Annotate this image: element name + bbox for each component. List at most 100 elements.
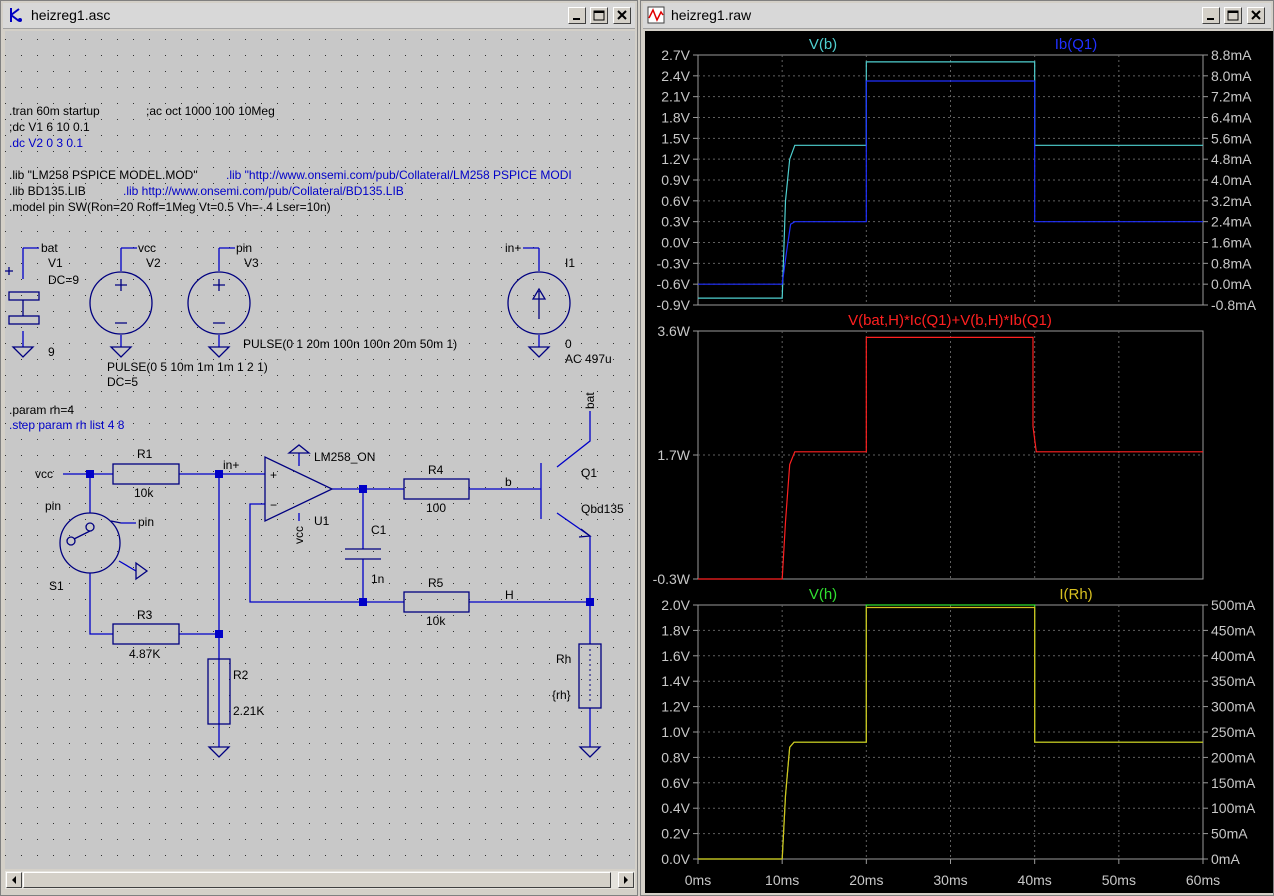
minimize-button[interactable] [1202, 7, 1220, 24]
y-tick-label-left: 1.8V [661, 110, 690, 126]
y-tick-label-right: 500mA [1211, 597, 1256, 613]
y-tick-label-right: 0.0mA [1211, 276, 1252, 292]
x-tick-label: 10ms [765, 872, 799, 888]
close-button[interactable] [1247, 7, 1265, 24]
y-tick-label-left: 2.4V [661, 68, 690, 84]
trace-v-bat-h-ic-q1-v-b-h-ib-q1-[interactable] [698, 336, 1203, 580]
resistor-r2[interactable] [207, 658, 231, 725]
label-v3-pulse: PULSE(0 1 20m 100n 100n 20m 50m 1) [243, 337, 457, 351]
scroll-right-button[interactable] [618, 872, 634, 888]
scroll-left-button[interactable] [6, 872, 22, 888]
y-tick-label-right: 150mA [1211, 775, 1256, 791]
trace-i-rh-[interactable] [698, 606, 1203, 860]
y-tick-label-right: 100mA [1211, 800, 1256, 816]
label-v2-pulse: PULSE(0 5 10m 1m 1m 1 2 1) [107, 360, 268, 374]
trace-ib-q1-[interactable] [698, 80, 1203, 285]
battery-v1[interactable] [5, 267, 40, 325]
y-tick-label-left: 1.2V [661, 151, 690, 167]
directive-param[interactable]: .param rh=4 [9, 403, 74, 417]
junction-dots [86, 470, 594, 638]
y-tick-label-left: 2.0V [661, 597, 690, 613]
directive-dc-v1[interactable]: ;dc V1 6 10 0.1 [9, 120, 90, 134]
y-tick-label-left: 3.6W [657, 323, 690, 339]
resistor-r4[interactable] [403, 478, 470, 500]
y-tick-label-right: 0mA [1211, 851, 1240, 867]
schematic-canvas[interactable]: .tran 60m startup ;ac oct 1000 100 10Meg… [5, 31, 635, 869]
directive-ac[interactable]: ;ac oct 1000 100 10Meg [146, 104, 275, 118]
label-rh-value: {rh} [552, 688, 571, 702]
directive-lib-bd135[interactable]: .lib BD135.LIB [9, 184, 86, 198]
x-tick-label: 30ms [933, 872, 967, 888]
label-vcc-r1: vcc [35, 467, 53, 481]
ground-v2 [109, 346, 133, 358]
y-tick-label-left: 0.6V [661, 193, 690, 209]
directive-tran[interactable]: .tran 60m startup [9, 104, 100, 118]
transistor-q1[interactable] [578, 528, 592, 538]
y-tick-label-right: 350mA [1211, 673, 1256, 689]
schematic-app-icon [10, 8, 22, 22]
ground-r2 [207, 746, 231, 758]
y-tick-label-left: 1.6V [661, 648, 690, 664]
trace-label-left[interactable]: V(b) [809, 36, 837, 53]
y-tick-label-left: -0.3W [653, 571, 691, 587]
y-tick-label-left: 1.0V [661, 724, 690, 740]
ground-rh [578, 746, 602, 758]
directive-step[interactable]: .step param rh list 4 8 [9, 418, 125, 432]
trace-label-left[interactable]: V(h) [809, 586, 837, 603]
maximize-button[interactable] [1224, 7, 1242, 24]
close-button[interactable] [613, 7, 631, 24]
resistor-r3[interactable] [112, 623, 180, 645]
waveform-titlebar[interactable]: heizreg1.raw [643, 3, 1271, 29]
component-labels: bat V1 DC=9 9 vcc V2 pin V3 PULSE(0 1 20… [35, 241, 624, 718]
trace-label-right[interactable]: I(Rh) [1059, 586, 1092, 603]
label-i1-ac: AC 497u [565, 352, 612, 366]
wires [22, 247, 591, 747]
label-bat-v1: bat [41, 241, 58, 255]
minimize-button[interactable] [568, 7, 586, 24]
scroll-thumb[interactable] [23, 872, 611, 888]
y-tick-label-right: 8.0mA [1211, 68, 1252, 84]
switch-s1[interactable] [59, 512, 149, 581]
y-tick-label-left: 0.4V [661, 800, 690, 816]
resistor-r5[interactable] [403, 591, 470, 613]
y-tick-label-left: 0.8V [661, 749, 690, 765]
label-r2: R2 [233, 668, 249, 682]
y-tick-label-left: 1.2V [661, 699, 690, 715]
y-tick-label-left: 1.8V [661, 622, 690, 638]
resistor-r1[interactable] [112, 463, 180, 485]
label-q1: Q1 [581, 466, 597, 480]
current-source-i1[interactable] [507, 271, 571, 335]
y-tick-label-right: 6.4mA [1211, 110, 1252, 126]
label-pin-s1: pin [45, 499, 61, 513]
directive-dc-v2[interactable]: .dc V2 0 3 0.1 [9, 136, 83, 150]
y-tick-label-right: 4.0mA [1211, 172, 1252, 188]
capacitor-c1[interactable] [345, 548, 381, 560]
trace-label-power[interactable]: V(bat,H)*Ic(Q1)+V(b,H)*Ib(Q1) [848, 312, 1052, 329]
schematic-hscrollbar[interactable] [5, 871, 635, 889]
schematic-titlebar[interactable]: heizreg1.asc [3, 3, 635, 29]
label-c1: C1 [371, 523, 387, 537]
label-r2-value: 2.21K [233, 704, 264, 718]
trace-label-right[interactable]: Ib(Q1) [1055, 36, 1098, 53]
voltage-source-v3[interactable] [187, 271, 251, 335]
label-node-h: H [505, 588, 514, 602]
maximize-button[interactable] [590, 7, 608, 24]
label-q1-model: Qbd135 [581, 502, 624, 516]
opamp-u1[interactable] [264, 444, 334, 523]
directive-lib-lm258-url[interactable]: .lib "http://www.onsemi.com/pub/Collater… [226, 168, 572, 182]
directive-model-pin[interactable]: .model pin SW(Ron=20 Roff=1Meg Vt=0.5 Vh… [9, 200, 331, 214]
voltage-source-v2[interactable] [89, 271, 153, 335]
directive-lib-lm258[interactable]: .lib "LM258 PSPICE MODEL.MOD" [9, 168, 198, 182]
waveform-pane-2[interactable]: 3.6W1.7W-0.3WV(bat,H)*Ic(Q1)+V(b,H)*Ib(Q… [653, 312, 1204, 587]
label-rh: Rh [556, 652, 571, 666]
resistor-rh[interactable] [578, 643, 602, 709]
directive-lib-bd135-url[interactable]: .lib http://www.onsemi.com/pub/Collatera… [123, 184, 404, 198]
y-tick-label-left: 0.3V [661, 214, 690, 230]
label-opamp-minus: − [270, 498, 277, 512]
y-tick-label-left: -0.3V [657, 255, 691, 271]
y-tick-label-left: 0.0V [661, 235, 690, 251]
